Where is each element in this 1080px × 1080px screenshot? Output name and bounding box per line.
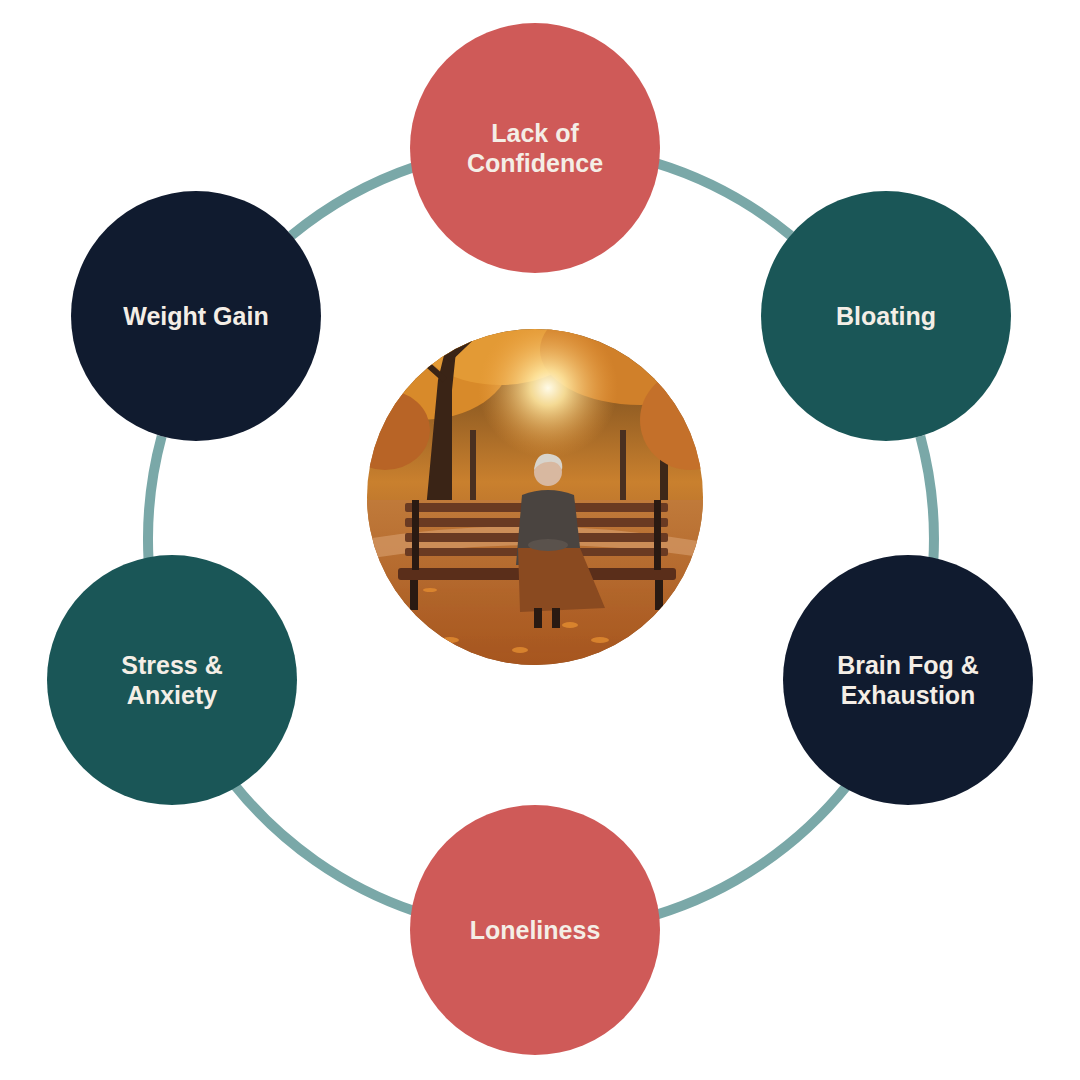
symptom-label: Stress & Anxiety <box>85 650 260 711</box>
symptom-circle: Lack of Confidence <box>410 23 660 273</box>
ring-arc <box>655 163 791 236</box>
photo <box>330 295 740 680</box>
ring-arc <box>292 167 416 236</box>
ring-arc <box>234 784 416 911</box>
ring-arc <box>920 436 934 562</box>
symptom-circle: Weight Gain <box>71 191 321 441</box>
symptom-circle: Stress & Anxiety <box>47 555 297 805</box>
ring-arc <box>655 785 848 915</box>
ring-arc <box>148 436 162 561</box>
symptom-circle: Brain Fog & Exhaustion <box>783 555 1033 805</box>
symptom-label: Loneliness <box>470 915 601 946</box>
symptom-label: Brain Fog & Exhaustion <box>821 650 996 711</box>
symptom-circle: Loneliness <box>410 805 660 1055</box>
symptom-circle: Bloating <box>761 191 1011 441</box>
symptom-label: Lack of Confidence <box>448 118 623 179</box>
symptom-label: Bloating <box>836 301 936 332</box>
symptom-label: Weight Gain <box>123 301 268 332</box>
